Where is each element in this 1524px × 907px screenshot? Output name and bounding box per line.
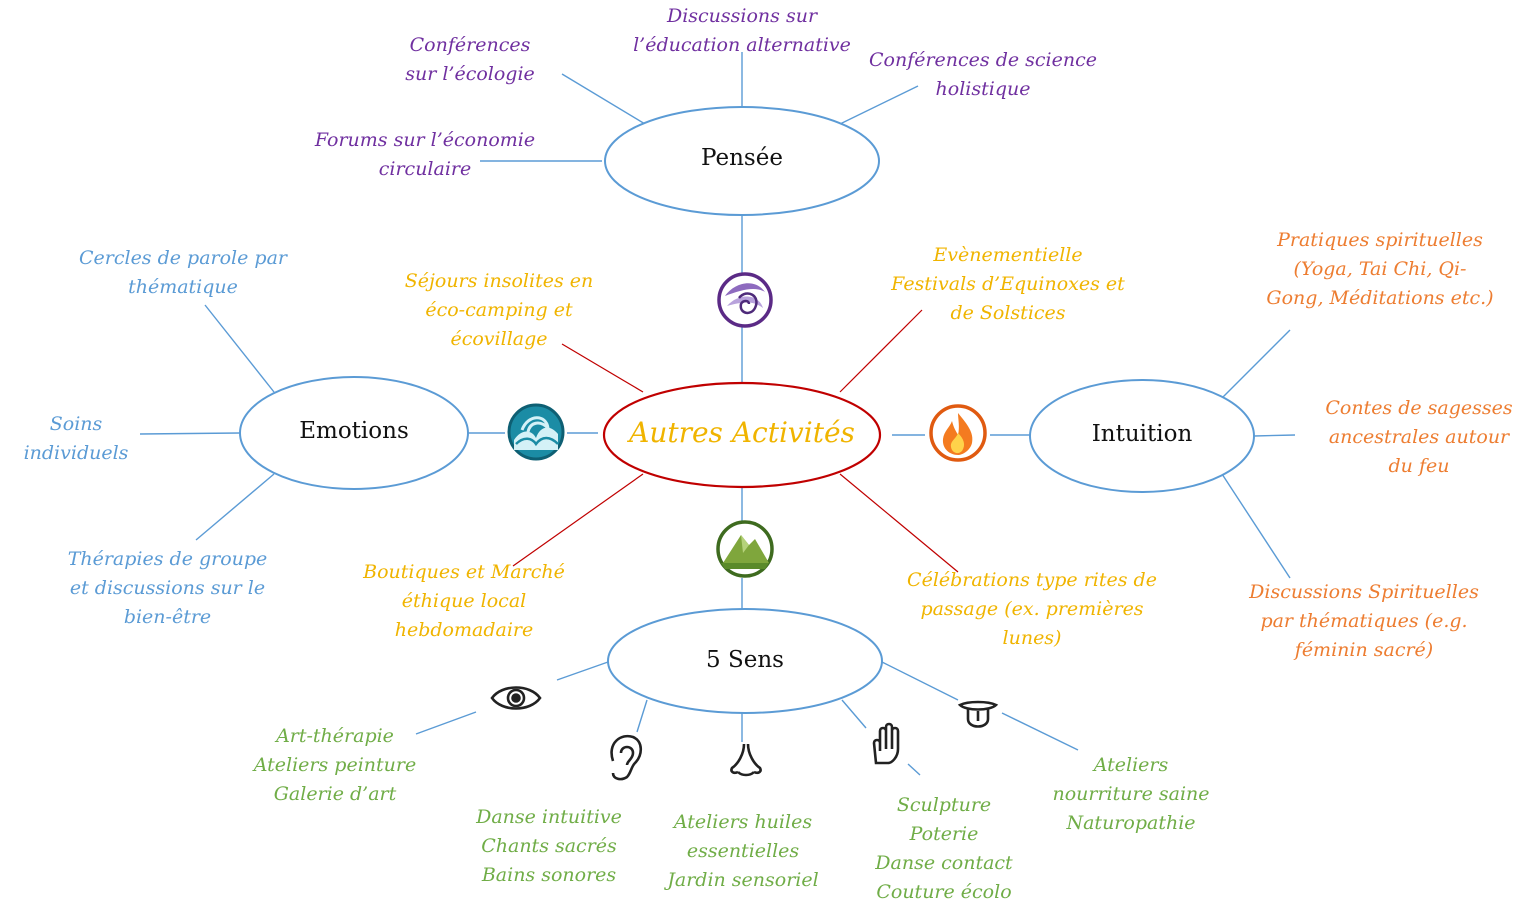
- center-spokes: [512, 309, 959, 573]
- node-emotions-label: Emotions: [299, 418, 409, 444]
- tongue-icon: [957, 700, 999, 728]
- eye-icon: [490, 686, 542, 710]
- node-connectors: [139, 52, 1296, 776]
- node-sens-ellipse: [607, 608, 883, 714]
- ear-icon: [610, 734, 643, 781]
- earth-mountain-icon: [716, 520, 774, 578]
- fire-flame-icon: [929, 404, 987, 462]
- water-wave-icon: [507, 403, 565, 461]
- node-intuition-ellipse: [1029, 379, 1255, 493]
- node-emotions-ellipse: [239, 376, 469, 490]
- node-pensee-ellipse: [604, 106, 880, 216]
- node-sens-label: 5 Sens: [706, 647, 784, 673]
- nose-icon: [730, 743, 762, 777]
- center-ellipse: [602, 381, 882, 489]
- node-pensee-label: Pensée: [701, 145, 783, 171]
- node-intuition-label: Intuition: [1091, 421, 1193, 447]
- center-label: Autres Activités: [629, 416, 855, 449]
- air-element-icon: [717, 272, 773, 328]
- hand-icon: [872, 722, 900, 765]
- intuition-item: Pratiques spirituelles(Yoga, Tai Chi, Qi…: [1266, 229, 1494, 309]
